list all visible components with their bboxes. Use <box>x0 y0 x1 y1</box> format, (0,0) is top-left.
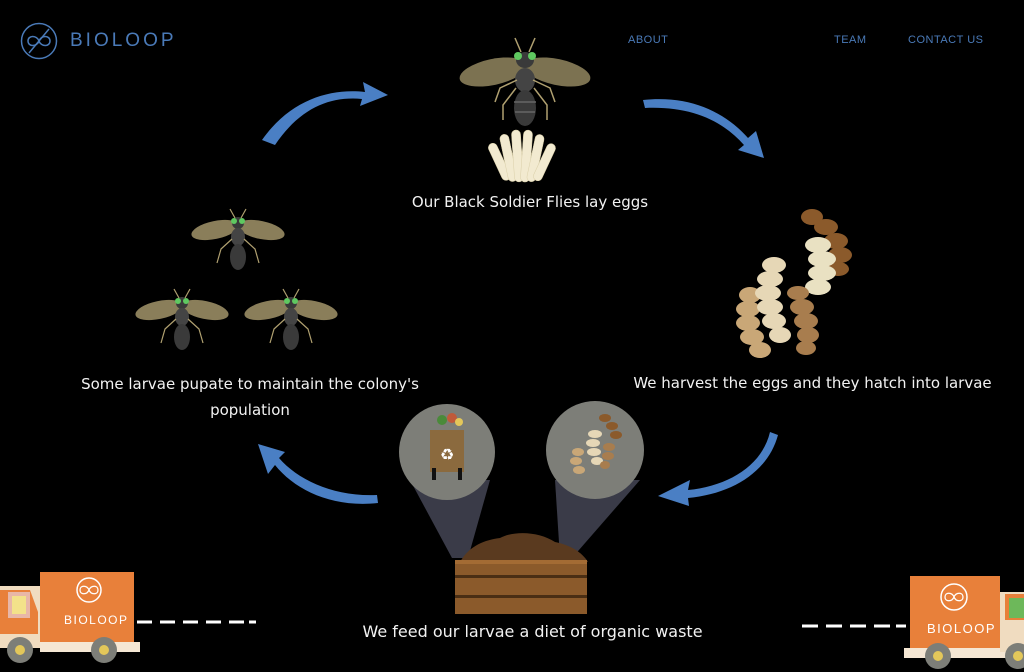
arrow-top-right-icon <box>643 99 764 158</box>
brand-logo[interactable]: BIOLOOP <box>20 22 177 60</box>
left-truck: BIOLOOP <box>0 570 260 670</box>
black-soldier-fly-icon <box>459 37 591 183</box>
step-lay-eggs-caption: Our Black Soldier Flies lay eggs <box>411 193 649 211</box>
step-feed-caption: We feed our larvae a diet of organic was… <box>362 622 703 641</box>
left-truck-label: BIOLOOP <box>64 613 129 627</box>
right-truck-label: BIOLOOP <box>927 621 997 636</box>
recycle-bin-icon: ♻ <box>430 413 464 480</box>
larvae-small-icon <box>570 414 622 474</box>
fly-colony-icon <box>133 208 340 351</box>
nav-contact[interactable]: CONTACT US <box>908 34 984 46</box>
arrow-bottom-left-icon <box>258 444 378 504</box>
infinity-logo-icon <box>20 22 58 60</box>
larvae-icon <box>736 209 852 358</box>
nav-about[interactable]: ABOUT <box>628 34 669 46</box>
svg-text:♻: ♻ <box>440 445 454 464</box>
step-pupate-caption: Some larvae pupate to maintain the colon… <box>81 375 419 419</box>
step-hatch-caption: We harvest the eggs and they hatch into … <box>633 374 992 392</box>
feeding-illustration: ♻ <box>399 401 644 614</box>
nav-team[interactable]: TEAM <box>834 34 867 46</box>
arrow-top-left-icon <box>262 82 388 145</box>
right-truck: BIOLOOP <box>800 574 1024 672</box>
delivery-truck-icon <box>802 576 1024 669</box>
arrow-bottom-right-icon <box>658 432 778 506</box>
brand-name: BIOLOOP <box>70 30 177 51</box>
delivery-truck-icon <box>0 572 256 663</box>
compost-crate-icon <box>455 533 588 614</box>
